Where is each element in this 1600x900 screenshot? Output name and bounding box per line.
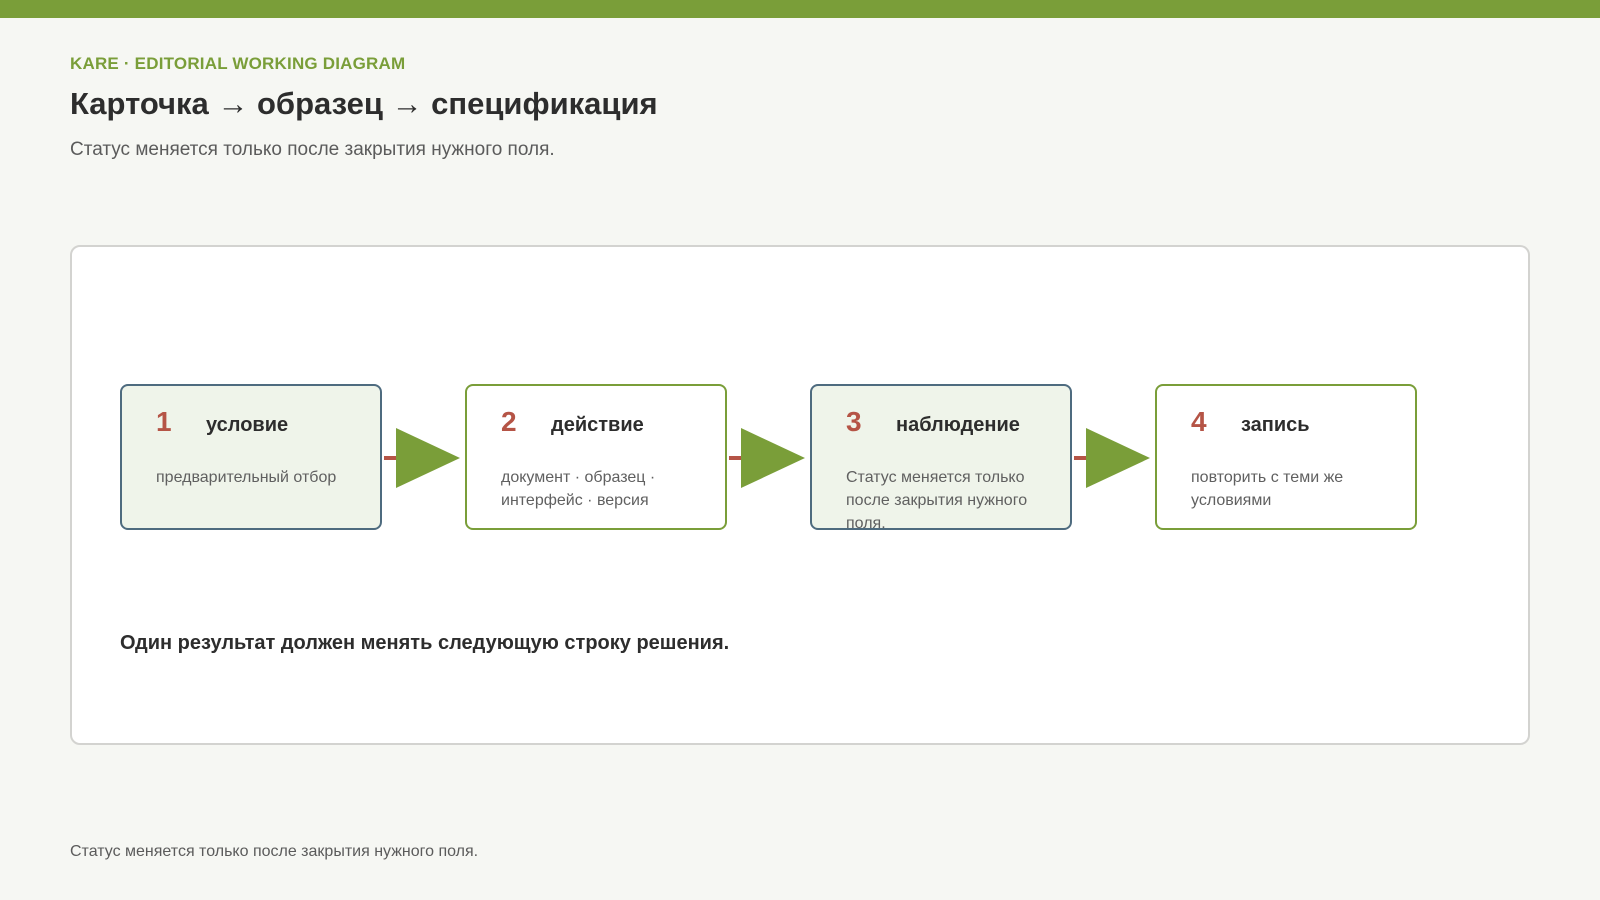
flow-arrow-3 [1074,428,1150,488]
arrow-connector [729,456,741,460]
step-description: документ · образец · интерфейс · версия [501,469,656,509]
step-title: наблюдение [896,414,1020,436]
step-description: повторить с теми же условиями [1191,469,1344,509]
page-title: Карточка → образец → спецификация [70,86,658,121]
arrow-connector [1074,456,1086,460]
step-card-action: 2 действие документ · образец · интерфей… [465,384,727,530]
step-card-condition: 1 условие предварительный отбор [120,384,382,530]
arrow-head [396,428,460,488]
step-number: 3 [846,406,862,437]
arrow-connector [384,456,396,460]
step-description: Статус меняется только после закрытия ну… [846,469,1028,532]
diagram-takeaway: Один результат должен менять следующую с… [120,632,730,654]
arrow-head [1086,428,1150,488]
top-accent-bar [0,0,1600,18]
step-number: 4 [1191,406,1207,437]
footer-note: Статус меняется только после закрытия ну… [70,843,479,860]
flow-arrow-2 [729,428,805,488]
step-card-record: 4 запись повторить с теми же условиями [1155,384,1417,530]
page-subtitle: Статус меняется только после закрытия ну… [70,139,555,160]
step-title: запись [1241,414,1310,436]
step-card-observation: 3 наблюдение Статус меняется только посл… [810,384,1072,532]
step-description: предварительный отбор [156,469,337,486]
step-title: действие [551,414,644,436]
step-number: 2 [501,406,517,437]
step-number: 1 [156,406,172,437]
flow-arrow-1 [384,428,460,488]
eyebrow-label: KARE · EDITORIAL WORKING DIAGRAM [70,54,406,73]
arrow-head [741,428,805,488]
step-title: условие [206,414,289,436]
